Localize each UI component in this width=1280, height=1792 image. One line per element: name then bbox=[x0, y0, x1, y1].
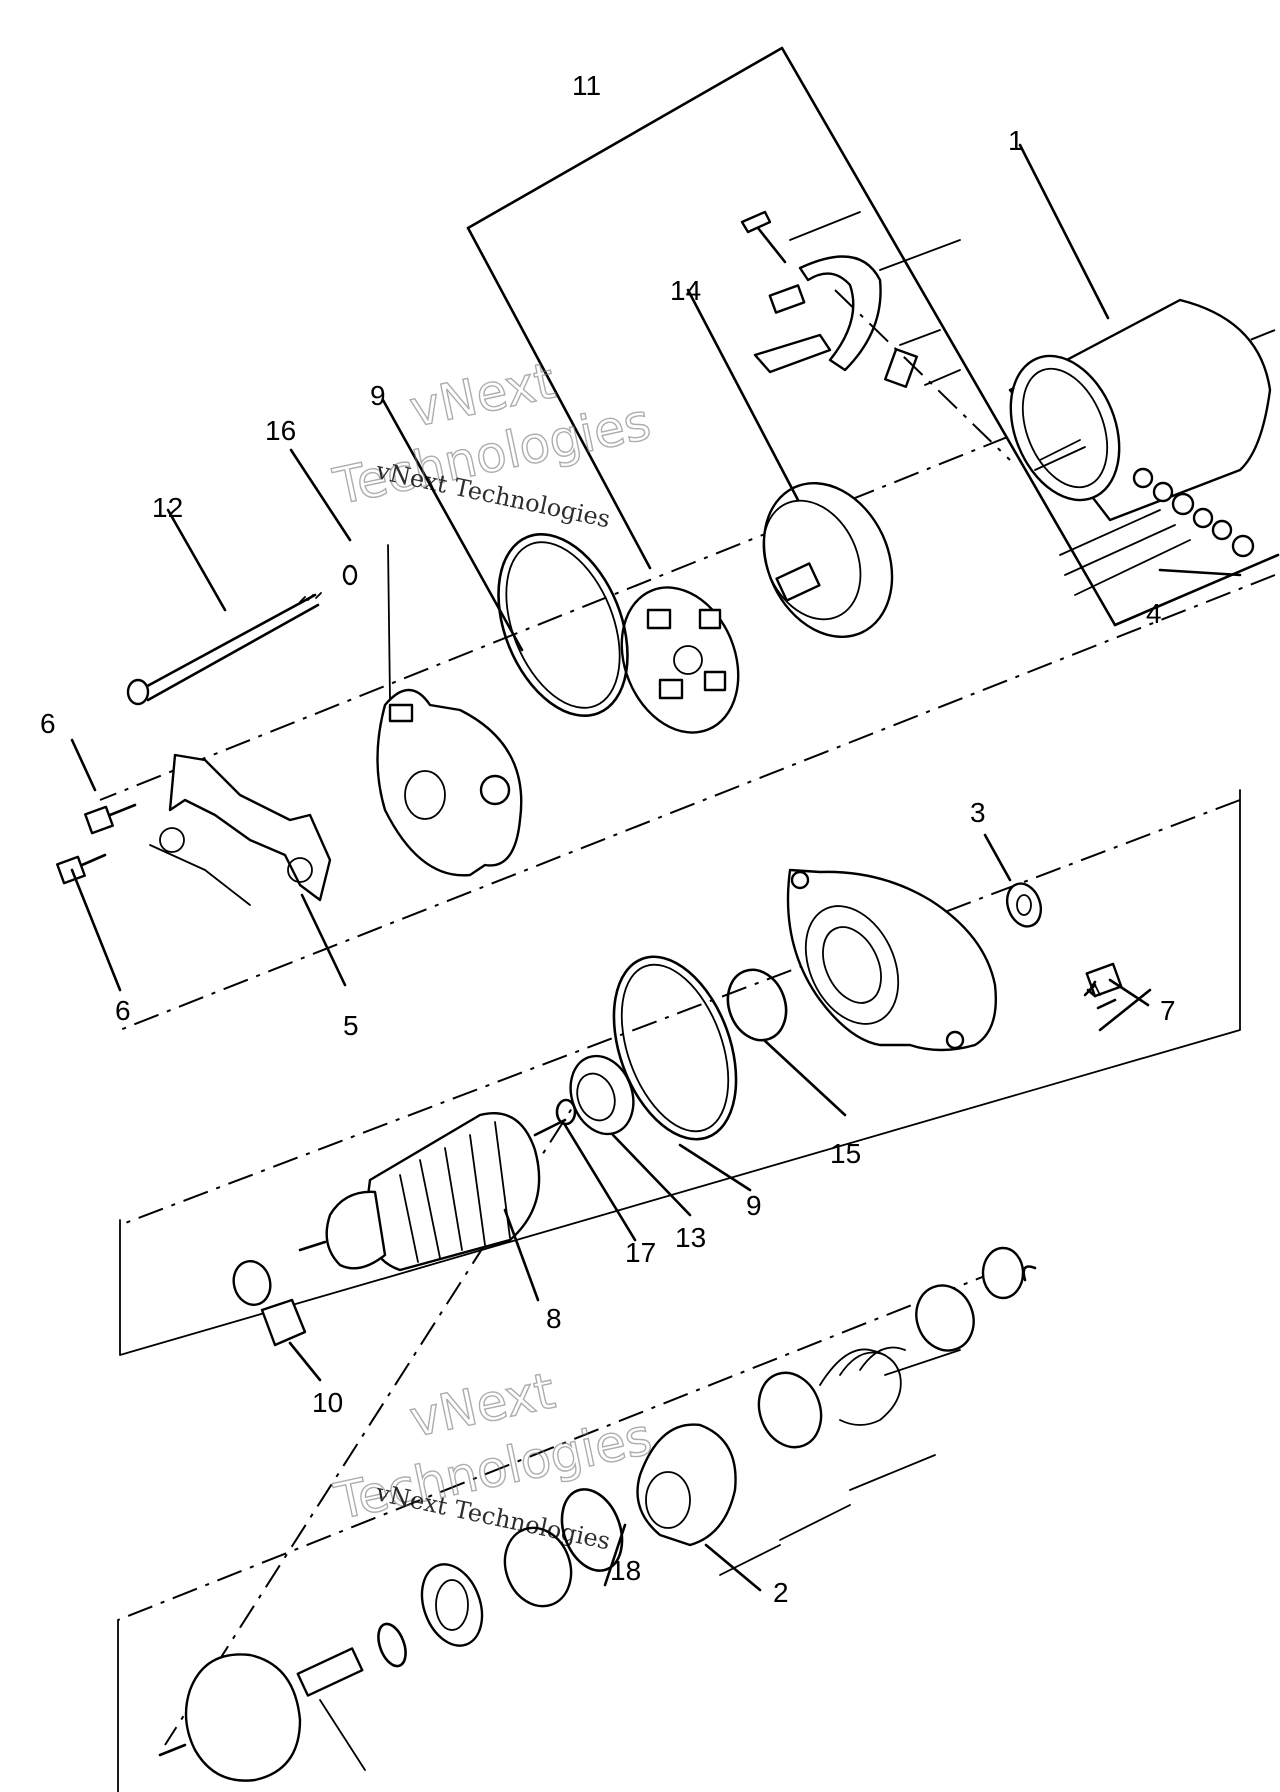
group-brackets bbox=[117, 46, 1280, 1792]
callout-6a: 6 bbox=[40, 708, 56, 739]
motor-yoke-housing bbox=[1008, 298, 1272, 522]
brush-holder-plate bbox=[762, 481, 894, 639]
callout-13: 13 bbox=[675, 1222, 706, 1253]
callout-14: 14 bbox=[670, 275, 701, 306]
callout-16: 16 bbox=[265, 415, 296, 446]
callout-18: 18 bbox=[610, 1555, 641, 1586]
callout-3: 3 bbox=[970, 797, 986, 828]
through-bolt bbox=[126, 592, 322, 706]
callout-15: 15 bbox=[830, 1138, 861, 1169]
callout-9b: 9 bbox=[746, 1190, 762, 1221]
bracket-bolts bbox=[56, 803, 137, 885]
brush-lead-block bbox=[232, 1260, 307, 1347]
armature bbox=[298, 1112, 567, 1272]
pinion-clutch-stack bbox=[158, 1246, 1037, 1782]
front-washer bbox=[1005, 882, 1043, 928]
bearing bbox=[569, 1054, 635, 1136]
circlip bbox=[555, 1098, 577, 1126]
o-ring-upper bbox=[497, 532, 629, 718]
terminal-nuts-washers bbox=[1059, 467, 1255, 596]
callout-labels: 1 2 3 4 5 6 6 7 8 9 9 10 11 12 13 14 15 … bbox=[40, 70, 1176, 1608]
callout-10: 10 bbox=[312, 1387, 343, 1418]
callout-2: 2 bbox=[773, 1577, 789, 1608]
callout-11: 11 bbox=[572, 70, 601, 101]
brush-plate-assembly bbox=[620, 586, 740, 734]
drive-end-housing bbox=[786, 868, 997, 1052]
housing-bolt bbox=[1083, 962, 1123, 998]
callout-1: 1 bbox=[1008, 125, 1024, 156]
callout-4: 4 bbox=[1146, 598, 1162, 629]
callout-12: 12 bbox=[152, 492, 183, 523]
callout-7: 7 bbox=[1160, 995, 1176, 1026]
callout-9a: 9 bbox=[370, 380, 386, 411]
callout-5: 5 bbox=[343, 1010, 359, 1041]
lock-washer bbox=[342, 544, 391, 701]
o-ring-small bbox=[726, 968, 788, 1042]
callout-17: 17 bbox=[625, 1237, 656, 1268]
mounting-bracket bbox=[149, 753, 332, 906]
callout-6b: 6 bbox=[115, 995, 131, 1026]
rear-end-cover bbox=[376, 688, 523, 877]
brush-holder-assembly bbox=[740, 210, 1011, 461]
callout-8: 8 bbox=[546, 1303, 562, 1334]
callout-leaders bbox=[70, 143, 1242, 1592]
o-ring-lower bbox=[612, 955, 738, 1141]
